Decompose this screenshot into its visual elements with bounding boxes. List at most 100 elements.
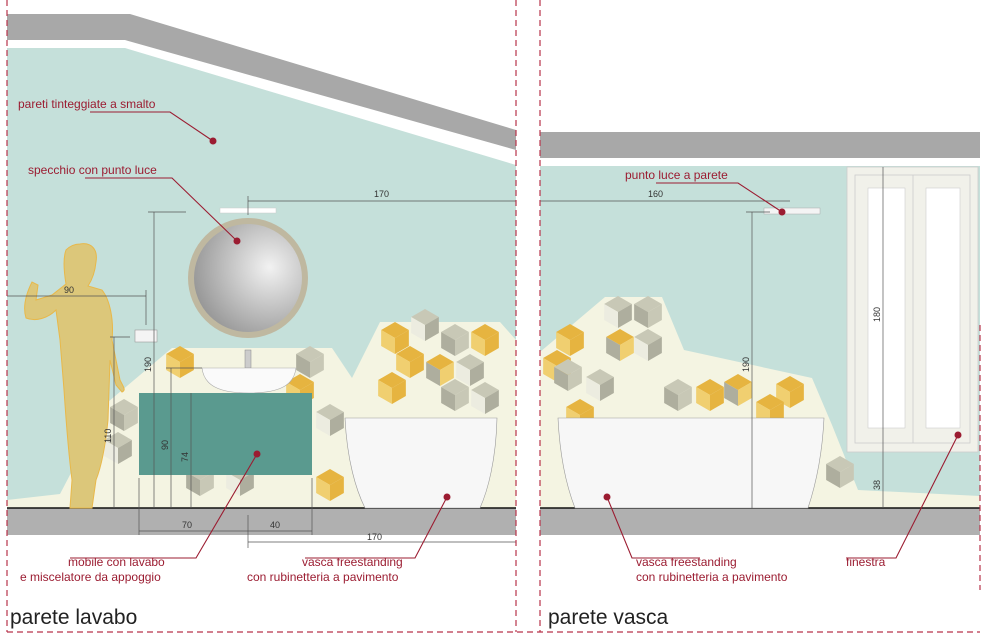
tile-face	[556, 332, 570, 356]
tile-face	[634, 296, 662, 312]
dim-tub-offset: 170	[367, 532, 382, 542]
tile-face	[648, 337, 662, 361]
tile-face	[330, 477, 344, 501]
tile-face	[441, 332, 455, 356]
tile-face	[790, 384, 804, 408]
tile-face	[411, 317, 425, 341]
tile-face	[186, 472, 200, 496]
wall-light	[763, 207, 821, 215]
tile-face	[618, 304, 632, 328]
round-mirror	[194, 224, 302, 332]
tile-face	[568, 367, 582, 391]
label-light: punto luce a parete	[625, 168, 728, 182]
tile-face	[310, 354, 324, 378]
annotations-left: pareti tinteggiate a smalto specchio con…	[18, 97, 451, 584]
tile-face	[485, 390, 499, 414]
panel-parete-vasca: 160 190 180 38 punto luce a parete vasca…	[540, 132, 980, 629]
tile-face	[200, 472, 214, 496]
tile-face	[378, 372, 406, 388]
tile-face	[395, 330, 409, 354]
tile-face	[485, 332, 499, 356]
tile-face	[586, 377, 600, 401]
tile-face	[396, 354, 410, 378]
tile-face	[440, 362, 454, 386]
panel-parete-lavabo: 170 90 190 110 90 74 70 40 170 pareti ti…	[7, 14, 516, 629]
tile-face	[426, 362, 440, 386]
tile-face	[441, 324, 469, 340]
tile-face	[316, 412, 330, 436]
tile-face	[166, 346, 194, 362]
dim-cabinet-left: 70	[182, 520, 192, 530]
tile-face	[471, 390, 485, 414]
tile-face	[441, 379, 469, 395]
annotations-right: punto luce a parete vasca freestanding c…	[603, 168, 962, 584]
dim-window-height: 180	[872, 307, 882, 322]
tile-face	[296, 346, 324, 362]
tile-face	[455, 387, 469, 411]
label-tub-line2: con rubinetteria a pavimento	[636, 570, 788, 584]
tile-face	[124, 407, 138, 431]
tile-face	[604, 296, 632, 312]
tile-face	[724, 374, 752, 390]
label-cabinet-line1: mobile con lavabo	[68, 555, 165, 569]
tile-face	[556, 324, 584, 340]
hex-cube-tiles	[104, 309, 499, 501]
dimensions-left: 170 90 190 110 90 74 70 40 170	[7, 189, 516, 548]
freestanding-bathtub	[557, 417, 825, 509]
tile-face	[696, 387, 710, 411]
label-tub-line2: con rubinetteria a pavimento	[247, 570, 399, 584]
tile-face	[554, 359, 582, 375]
tile-face	[180, 354, 194, 378]
tile-face	[104, 440, 118, 464]
tile-face	[411, 309, 439, 325]
label-cabinet-line2: e miscelatore da appoggio	[20, 570, 161, 584]
ceiling	[540, 132, 980, 158]
dim-basin-height: 90	[160, 440, 170, 450]
roof-slope	[7, 14, 516, 150]
tile-face	[396, 346, 424, 362]
tile-face	[110, 407, 124, 431]
dim-person-width: 90	[64, 285, 74, 295]
label-tub-line1: vasca freestanding	[636, 555, 737, 569]
tile-face	[606, 329, 634, 345]
tile-face	[330, 412, 344, 436]
tile-face	[381, 330, 395, 354]
tile-face	[664, 387, 678, 411]
tile-face	[226, 472, 240, 496]
tile-face	[470, 362, 484, 386]
tile-face	[634, 304, 648, 328]
tile-face	[410, 354, 424, 378]
tile-face	[776, 384, 790, 408]
dim-cabinet-height: 74	[180, 452, 190, 462]
tile-face	[648, 304, 662, 328]
dimensions-right: 160 190 180 38	[540, 167, 884, 508]
tile-face	[600, 377, 614, 401]
panel-title-vasca: parete vasca	[548, 606, 669, 629]
tile-face	[826, 456, 854, 472]
tile-face	[586, 369, 614, 385]
tile-face	[425, 317, 439, 341]
tile-face	[724, 382, 738, 406]
tile-face	[664, 379, 692, 395]
tile-face	[296, 354, 310, 378]
freestanding-bathtub	[344, 417, 498, 509]
tile-face	[316, 404, 344, 420]
floor	[7, 508, 516, 535]
tile-face	[316, 477, 330, 501]
tile-face	[620, 337, 634, 361]
tile-face	[381, 322, 409, 338]
tile-face	[840, 464, 854, 488]
tile-face	[426, 354, 454, 370]
tile-face	[826, 464, 840, 488]
label-mirror: specchio con punto luce	[28, 163, 157, 177]
tile-face	[316, 469, 344, 485]
tile-face	[696, 379, 724, 395]
tile-face	[166, 354, 180, 378]
window	[846, 166, 979, 453]
tile-face	[118, 440, 132, 464]
faucet	[244, 349, 252, 369]
tile-face	[543, 358, 557, 382]
tile-face	[392, 380, 406, 404]
tile-face	[776, 376, 804, 392]
